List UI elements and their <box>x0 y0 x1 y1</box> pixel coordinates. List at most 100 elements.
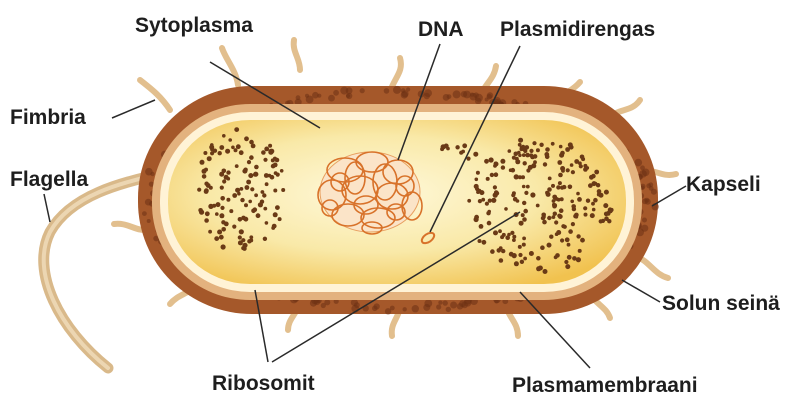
ribosome-dot <box>225 149 230 154</box>
ribosome-dot <box>214 236 219 241</box>
ribosome-dot <box>530 192 535 197</box>
capsule-speckle <box>642 169 650 177</box>
ribosome-dot <box>604 190 609 195</box>
ribosome-dot <box>250 187 254 191</box>
ribosome-dot <box>490 173 494 177</box>
ribosome-dot <box>242 169 247 174</box>
ribosome-dot <box>244 136 249 141</box>
capsule-speckle <box>328 95 335 102</box>
ribosome-dot <box>525 153 530 158</box>
ribosome-dot <box>235 164 239 168</box>
ribosome-dot <box>234 148 238 152</box>
ribosome-dot <box>204 189 209 194</box>
ribosome-dot <box>591 202 595 206</box>
ribosome-dot <box>493 193 498 198</box>
capsule-speckle <box>393 86 401 94</box>
ribosome-dot <box>254 165 259 170</box>
ribosome-dot <box>203 151 207 155</box>
ribosome-dot <box>231 146 235 150</box>
ribosome-dot <box>197 188 201 192</box>
ribosome-dot <box>204 182 208 186</box>
capsule-speckle <box>473 92 479 98</box>
ribosome-dot <box>542 220 547 225</box>
ribosome-dot <box>278 217 282 221</box>
ribosome-dot <box>523 257 527 261</box>
ribosome-dot <box>239 229 244 234</box>
ribosome-dot <box>476 171 480 175</box>
ribosome-dot <box>248 200 252 204</box>
ribosome-dot <box>592 181 597 186</box>
ribosome-dot <box>592 208 596 212</box>
ribosome-dot <box>586 199 590 203</box>
ribosome-dot <box>574 159 579 164</box>
ribosome-dot <box>545 155 550 160</box>
ribosome-dot <box>507 233 511 237</box>
ribosome-dot <box>543 269 548 274</box>
ribosome-dot <box>565 237 570 242</box>
ribosome-dot <box>530 155 535 160</box>
ribosome-dot <box>560 151 565 156</box>
capsule-speckle <box>443 300 448 305</box>
ribosome-dot <box>229 209 233 213</box>
ribosome-dot <box>249 238 253 242</box>
ribosome-dot <box>474 184 479 189</box>
ribosome-dot <box>556 185 560 189</box>
ribosome-dot <box>226 170 230 174</box>
ribosome-dot <box>558 173 563 178</box>
ribosome-dot <box>571 170 575 174</box>
ribosome-dot <box>219 213 224 218</box>
ribosome-dot <box>501 249 505 253</box>
capsule-speckle <box>324 299 330 305</box>
capsule-speckle <box>651 189 657 195</box>
ribosome-dot <box>603 203 608 208</box>
capsule-speckle <box>438 301 442 305</box>
ribosome-dot <box>576 257 581 262</box>
ribosome-dot <box>586 166 590 170</box>
capsule-speckle <box>424 89 432 97</box>
label-fimbria: Fimbria <box>10 106 86 129</box>
capsule-speckle <box>646 183 651 188</box>
ribosome-dot <box>478 239 482 243</box>
ribosome-dot <box>536 204 540 208</box>
ribosome-dot <box>265 182 269 186</box>
ribosome-dot <box>518 154 522 158</box>
ribosome-dot <box>238 217 243 222</box>
ribosome-dot <box>566 168 570 172</box>
ribosome-dot <box>580 155 585 160</box>
ribosome-dot <box>547 216 551 220</box>
ribosome-dot <box>539 143 543 147</box>
ribosome-dot <box>479 224 484 229</box>
ribosome-dot <box>272 224 277 229</box>
ribosome-dot <box>222 179 226 183</box>
ribosome-dot <box>514 261 519 266</box>
ribosome-dot <box>498 229 502 233</box>
ribosome-dot <box>227 177 231 181</box>
capsule-speckle <box>403 307 407 311</box>
ribosome-dot <box>568 142 573 147</box>
ribosome-dot <box>518 253 522 257</box>
ribosome-dot <box>512 235 516 239</box>
ribosome-dot <box>473 152 478 157</box>
ribosome-dot <box>501 165 505 169</box>
ribosome-dot <box>545 147 550 152</box>
ribosome-dot <box>551 184 555 188</box>
ribosome-dot <box>559 208 564 213</box>
label-plasmamembraani: Plasmamembraani <box>512 374 698 397</box>
ribosome-dot <box>571 222 575 226</box>
ribosome-dot <box>536 256 540 260</box>
ribosome-dot <box>558 181 562 185</box>
capsule-speckle <box>443 94 450 101</box>
ribosome-dot <box>263 207 267 211</box>
ribosome-dot <box>262 193 266 197</box>
ribosome-dot <box>553 212 557 216</box>
ribosome-dot <box>489 157 494 162</box>
ribosome-dot <box>202 174 207 179</box>
ribosome-dot <box>522 237 526 241</box>
ribosome-dot <box>510 231 514 235</box>
ribosome-dot <box>475 178 479 182</box>
ribosome-dot <box>247 160 251 164</box>
ribosome-dot <box>261 190 265 194</box>
capsule-speckle <box>317 94 321 98</box>
capsule-speckle <box>463 91 471 99</box>
